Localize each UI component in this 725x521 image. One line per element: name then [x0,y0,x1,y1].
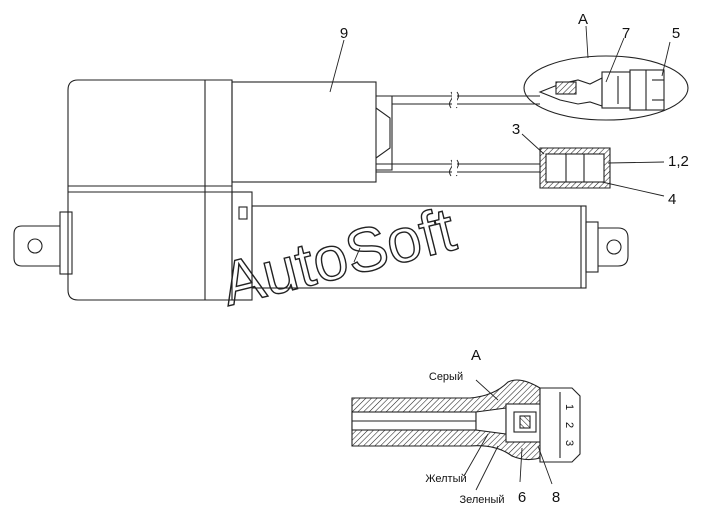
rear-clevis-block [59,211,73,275]
detail-title: A [471,347,481,364]
leader-lines [329,25,671,263]
callout-7: 7 [622,25,630,42]
actuator-body [13,79,629,301]
motor-housing [67,79,233,301]
callout-a: A [578,11,588,28]
detail-leaders [463,379,553,491]
wire-yellow-label: Желтый [425,473,466,485]
front-rod-end [585,221,599,273]
pin-1-label: 1 [563,404,575,410]
callout-4: 4 [668,191,676,208]
callout-8: 8 [552,489,560,506]
callout-6: 6 [518,489,526,506]
wire-gray-label: Серый [429,371,463,383]
pin-3-label: 3 [563,440,575,446]
motor-cylinder [231,81,377,183]
callout-1-2: 1,2 [668,153,689,170]
callout-5: 5 [672,25,680,42]
connector-plug [523,55,689,121]
pin-2-label: 2 [563,422,575,428]
callout-9: 9 [340,25,348,42]
callout-3: 3 [512,121,520,138]
wire-green-label: Зеленый [459,494,504,506]
detail-a [351,379,581,463]
connector-socket [539,147,611,189]
